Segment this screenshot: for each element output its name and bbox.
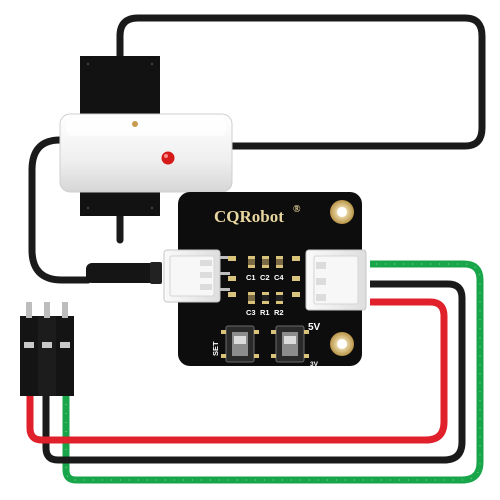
sensor-housing: [59, 113, 233, 193]
label-c2: C2: [260, 273, 270, 282]
left-jst-connector: [163, 249, 230, 303]
label-r1: R1: [260, 308, 270, 317]
label-3v: 3V: [310, 361, 319, 368]
dupont-connectors: [20, 302, 74, 396]
pcb-board: CQRobot ®: [163, 192, 367, 368]
voltage-switch: [271, 325, 309, 363]
set-switch: [221, 325, 259, 363]
label-set: SET: [211, 341, 220, 356]
brand-logo-text: CQRobot: [214, 207, 284, 226]
screw-icon: [132, 121, 138, 127]
dupont-wires: [26, 260, 484, 484]
right-jst-connector: [305, 249, 367, 311]
sensor-cable: [28, 14, 486, 284]
label-c4: C4: [274, 273, 284, 282]
led-indicator: [161, 151, 175, 165]
label-5v: 5V: [308, 322, 321, 333]
registered-mark: ®: [293, 204, 301, 215]
label-c1: C1: [246, 273, 256, 282]
label-c3: C3: [246, 308, 256, 317]
label-r2: R2: [274, 308, 284, 317]
smd-components: [228, 256, 300, 304]
cable-plug: [86, 263, 156, 283]
